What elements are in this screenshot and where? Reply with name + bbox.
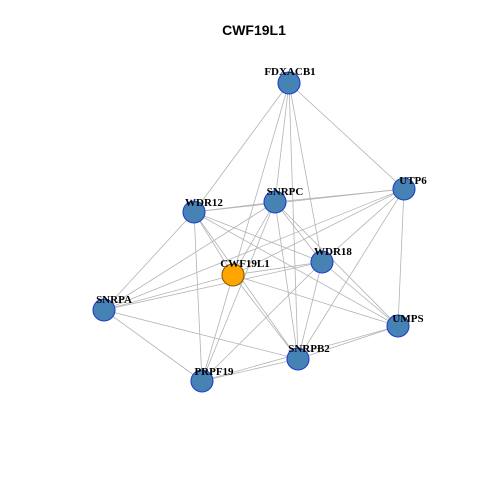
nodes-layer (92, 71, 416, 393)
plot-title: CWF19L1 (222, 22, 286, 38)
edge-fdxacb1-cwf19l1 (232, 82, 290, 276)
edge-snrpc-snrpa (103, 201, 276, 311)
edge-wdr18-umps (321, 261, 399, 327)
edge-wdr18-cwf19l1 (232, 261, 323, 276)
edge-wdr12-snrpb2 (193, 211, 299, 360)
edge-snrpc-wdr18 (274, 201, 323, 263)
edge-utp6-wdr12 (193, 188, 405, 213)
edge-snrpc-snrpb2 (274, 201, 299, 360)
edge-utp6-snrpb2 (297, 188, 405, 360)
node-label-snrpa: SNRPA (96, 294, 132, 306)
edge-wdr12-prpf19 (193, 211, 203, 382)
edge-snrpb2-prpf19 (201, 358, 299, 382)
edge-wdr12-umps (193, 211, 399, 327)
edge-utp6-cwf19l1 (232, 188, 405, 276)
node-label-snrpc: SNRPC (267, 186, 304, 198)
edge-umps-snrpb2 (297, 325, 399, 360)
node-snrpa (92, 298, 116, 322)
node-umps (386, 314, 410, 338)
node-prpf19 (190, 369, 214, 393)
edge-utp6-umps (397, 188, 405, 327)
node-snrpb2 (286, 347, 310, 371)
node-wdr12 (182, 200, 206, 224)
edge-wdr18-prpf19 (201, 261, 323, 382)
edge-utp6-snrpa (103, 188, 405, 311)
edge-snrpc-umps (274, 201, 399, 327)
edges-layer (103, 82, 405, 382)
edge-wdr18-snrpa (103, 261, 323, 311)
edge-snrpa-snrpb2 (103, 309, 299, 360)
edge-snrpc-prpf19 (201, 201, 276, 382)
edge-fdxacb1-wdr18 (288, 82, 323, 263)
node-label-cwf19l1: CWF19L1 (220, 258, 270, 270)
edge-wdr18-snrpb2 (297, 261, 323, 360)
edge-fdxacb1-wdr12 (193, 82, 290, 213)
node-label-utp6: UTP6 (399, 175, 427, 187)
edge-wdr12-cwf19l1 (193, 211, 234, 276)
node-label-wdr12: WDR12 (185, 197, 223, 209)
node-label-prpf19: PRPF19 (194, 366, 234, 378)
node-cwf19l1 (221, 263, 245, 287)
node-utp6 (392, 177, 416, 201)
edge-utp6-wdr18 (321, 188, 405, 263)
edge-snrpa-prpf19 (103, 309, 203, 382)
edge-cwf19l1-umps (232, 274, 399, 327)
edge-cwf19l1-snrpb2 (232, 274, 299, 360)
edge-fdxacb1-utp6 (288, 82, 405, 190)
node-label-wdr18: WDR18 (314, 246, 352, 258)
edge-wdr12-snrpa (103, 211, 195, 311)
node-snrpc (263, 190, 287, 214)
node-label-snrpb2: SNRPB2 (288, 343, 330, 355)
node-fdxacb1 (277, 71, 301, 95)
edge-snrpc-wdr12 (193, 201, 276, 213)
edge-wdr12-wdr18 (193, 211, 323, 263)
node-wdr18 (310, 250, 334, 274)
edge-cwf19l1-snrpa (103, 274, 234, 311)
node-label-umps: UMPS (392, 313, 423, 325)
edge-cwf19l1-prpf19 (201, 274, 234, 382)
edge-snrpc-cwf19l1 (232, 201, 276, 276)
node-label-fdxacb1: FDXACB1 (264, 66, 315, 78)
edge-fdxacb1-snrpc (274, 82, 290, 203)
